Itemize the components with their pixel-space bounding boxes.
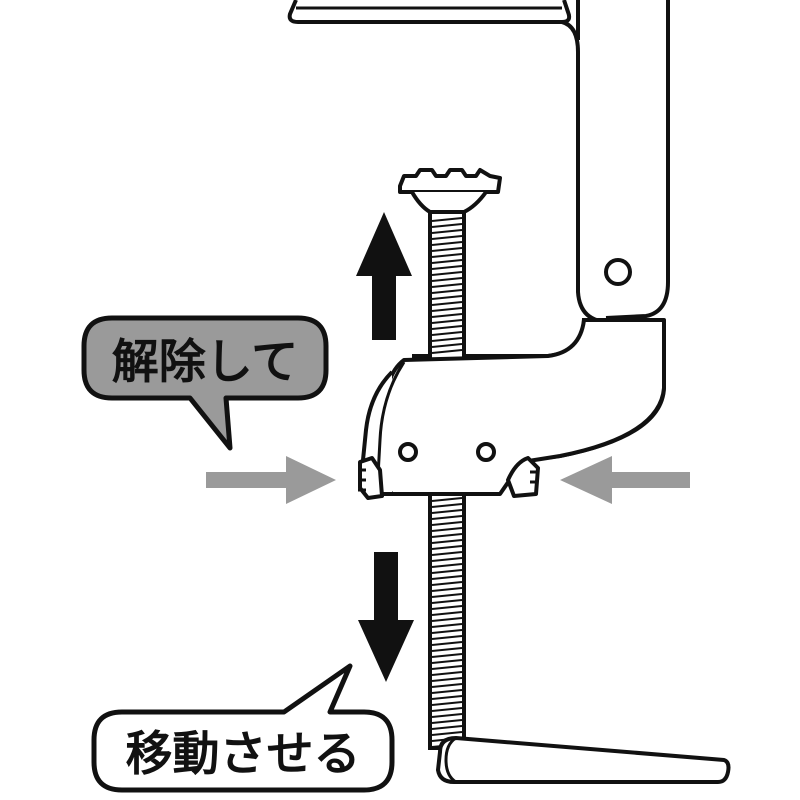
screw-thread-line [431, 719, 463, 724]
screw-thread-line [431, 707, 463, 712]
screw-thread-line [431, 349, 463, 354]
screw-thread-line [431, 683, 463, 688]
screw-thread-line [431, 343, 463, 348]
screw-thread-line [431, 689, 463, 694]
release-tab-left [358, 456, 384, 500]
screw-thread-line [431, 283, 463, 288]
clamp-frame-spine [605, 0, 670, 320]
release-tab-right [506, 456, 540, 498]
arrow-up-icon [356, 212, 412, 340]
screw-threads-lower [431, 497, 463, 748]
screw-thread-line [431, 539, 463, 544]
screw-thread-line [431, 223, 463, 228]
screw-thread-line [431, 497, 463, 502]
squeeze-arrow-left-icon [206, 456, 336, 504]
screw-thread-line [431, 241, 463, 246]
screw-thread-line [431, 253, 463, 258]
screw-thread-line [431, 235, 463, 240]
screw-thread-line [431, 247, 463, 252]
screw-thread-line [431, 581, 463, 586]
screw-thread-line [431, 653, 463, 658]
screw-thread-line [431, 557, 463, 562]
screw-thread-line [431, 259, 463, 264]
top-jaw-pad [287, 0, 572, 24]
screw-thread-line [431, 563, 463, 568]
screw-thread-line [431, 641, 463, 646]
screw-lower [428, 490, 466, 750]
screw-thread-line [431, 725, 463, 730]
screw-thread-line [431, 569, 463, 574]
screw-thread-line [431, 533, 463, 538]
screw-thread-line [431, 509, 463, 514]
swivel-pad [398, 168, 502, 214]
screw-thread-line [431, 325, 463, 330]
screw-thread-line [431, 271, 463, 276]
screw-threads-upper [431, 217, 463, 354]
screw-thread-line [431, 623, 463, 628]
screw-thread-line [431, 289, 463, 294]
screw-thread-line [431, 551, 463, 556]
screw-thread-line [431, 307, 463, 312]
screw-thread-line [431, 503, 463, 508]
screw-thread-line [431, 331, 463, 336]
screw-thread-line [431, 713, 463, 718]
callout-release: 解除して [81, 315, 329, 451]
screw-thread-line [431, 647, 463, 652]
screw-thread-line [431, 527, 463, 532]
screw-thread-line [431, 593, 463, 598]
screw-thread-line [431, 277, 463, 282]
screw-thread-line [431, 295, 463, 300]
callout-move: 移動させる [91, 663, 395, 793]
screw-thread-line [431, 701, 463, 706]
screw-thread-line [431, 599, 463, 604]
bottom-jaw-foot [436, 736, 731, 784]
screw-thread-line [431, 229, 463, 234]
screw-thread-line [431, 605, 463, 610]
screw-thread-line [431, 319, 463, 324]
screw-thread-line [431, 635, 463, 640]
screw-thread-line [431, 677, 463, 682]
callout-release-text: 解除して [112, 335, 299, 390]
screw-thread-line [431, 217, 463, 222]
arm-rivet [604, 258, 632, 286]
screw-thread-line [431, 337, 463, 342]
screw-thread-line [431, 671, 463, 676]
screw-thread-line [431, 695, 463, 700]
screw-thread-line [431, 629, 463, 634]
screw-thread-line [431, 545, 463, 550]
screw-thread-line [431, 731, 463, 736]
screw-thread-line [431, 265, 463, 270]
screw-thread-line [431, 313, 463, 318]
screw-thread-line [431, 521, 463, 526]
screw-thread-line [431, 515, 463, 520]
screw-thread-line [431, 611, 463, 616]
arrow-down-icon [358, 552, 414, 682]
screw-upper [428, 210, 466, 364]
callout-move-text: 移動させる [126, 727, 361, 782]
screw-thread-line [431, 575, 463, 580]
squeeze-arrow-right-icon [560, 456, 690, 504]
screw-thread-line [431, 587, 463, 592]
screw-thread-line [431, 659, 463, 664]
screw-thread-line [431, 617, 463, 622]
screw-thread-line [431, 301, 463, 306]
screw-thread-line [431, 665, 463, 670]
